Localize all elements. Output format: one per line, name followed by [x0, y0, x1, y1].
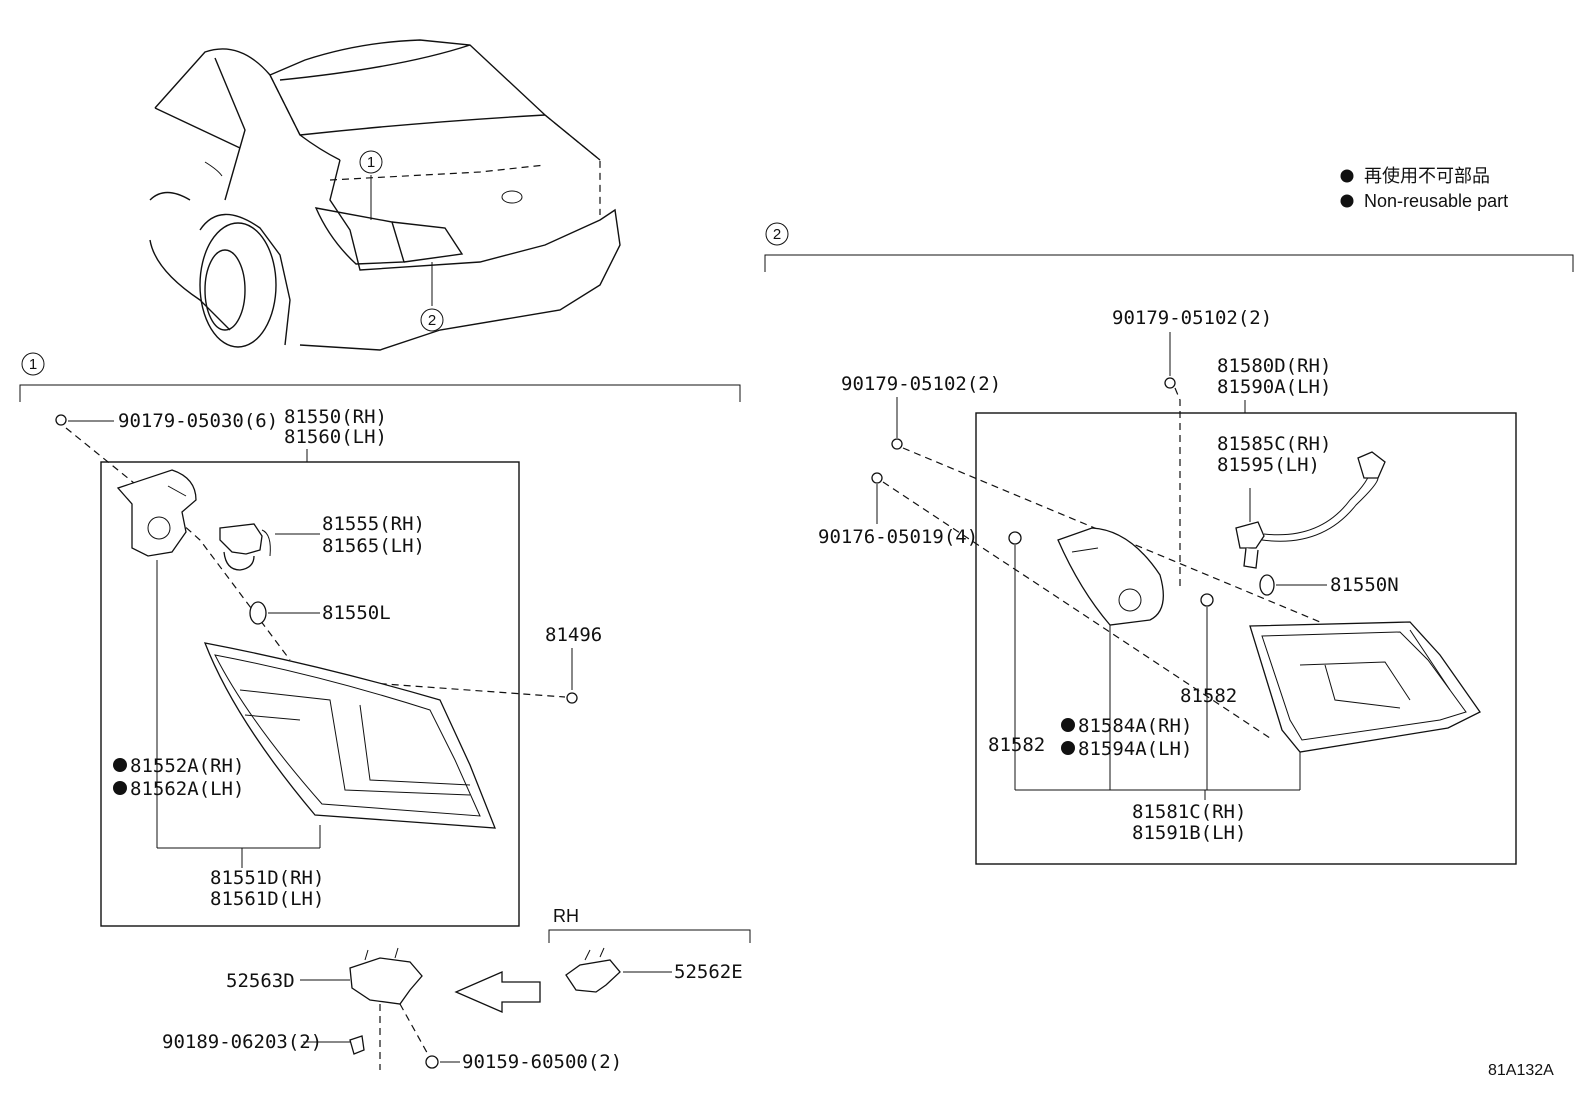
- label-lens2-lh: 81591B(LH): [1132, 822, 1246, 844]
- label-assy-rh: 81550(RH): [284, 406, 387, 428]
- label-lens2-rh: 81581C(RH): [1132, 801, 1246, 823]
- callout-1-car: 1: [367, 154, 375, 171]
- label-socket2-rh: 81585C(RH): [1217, 433, 1331, 455]
- group-2: 2 90179-05102(2) 81580D(RH) 81590A(LH) 9…: [764, 222, 1574, 865]
- label-socket-lh: 81565(LH): [322, 535, 425, 557]
- car-illustration: [149, 39, 621, 351]
- label-assy2-lh: 81590A(LH): [1217, 376, 1331, 398]
- label-socket-rh: 81555(RH): [322, 513, 425, 535]
- label-assy-lh: 81560(LH): [284, 426, 387, 448]
- label-bulb2: 81550N: [1330, 574, 1399, 596]
- group2-box: [975, 412, 1517, 865]
- label-bulb: 81550L: [322, 602, 391, 624]
- label-clip-lower: 90176-05019(4): [818, 526, 978, 548]
- group-1: 1 90179-05030(6) 81550(RH) 81560(LH) 815…: [19, 352, 741, 927]
- label-clip-left: 90179-05102(2): [841, 373, 1001, 395]
- callout-2-car: 2: [428, 312, 436, 329]
- legend-jp: 再使用不可部品: [1364, 166, 1490, 186]
- label-gasket2-lh: 81594A(LH): [1078, 738, 1192, 760]
- label-52563D: 52563D: [226, 970, 295, 992]
- label-rh: RH: [553, 906, 579, 926]
- legend: 再使用不可部品 Non-reusable part: [1340, 166, 1508, 211]
- label-gasket-rh: 81552A(RH): [130, 755, 244, 777]
- non-reusable-dot-icon: [1061, 718, 1075, 732]
- label-90179-05030: 90179-05030(6): [118, 410, 278, 432]
- legend-en: Non-reusable part: [1364, 191, 1508, 211]
- label-clip-top: 90179-05102(2): [1112, 307, 1272, 329]
- group1-box: [100, 461, 520, 927]
- label-lens-rh: 81551D(RH): [210, 867, 324, 889]
- figure-code: 81A132A: [1488, 1062, 1554, 1079]
- label-90189-06203: 90189-06203(2): [162, 1031, 322, 1053]
- label-lens-lh: 81561D(LH): [210, 888, 324, 910]
- label-assy2-rh: 81580D(RH): [1217, 355, 1331, 377]
- label-52562E: 52562E: [674, 961, 743, 983]
- label-gasket-lh: 81562A(LH): [130, 778, 244, 800]
- non-reusable-dot-icon: [113, 758, 127, 772]
- bracket-group: RH 52562E 52563D 90189-06203(2) 90159-60…: [162, 906, 751, 1073]
- label-socket2-lh: 81595(LH): [1217, 454, 1320, 476]
- label-cushion-left: 81582: [988, 734, 1045, 756]
- non-reusable-dot-icon: [113, 781, 127, 795]
- non-reusable-dot-icon: [1061, 741, 1075, 755]
- label-nut: 81496: [545, 624, 602, 646]
- callout-2: 2: [773, 226, 781, 243]
- label-cushion-right: 81582: [1180, 685, 1237, 707]
- label-90159-60500: 90159-60500(2): [462, 1051, 622, 1073]
- label-gasket2-rh: 81584A(RH): [1078, 715, 1192, 737]
- non-reusable-dot-icon: [1340, 169, 1354, 183]
- non-reusable-dot-icon: [1340, 194, 1354, 208]
- callout-1: 1: [29, 356, 37, 373]
